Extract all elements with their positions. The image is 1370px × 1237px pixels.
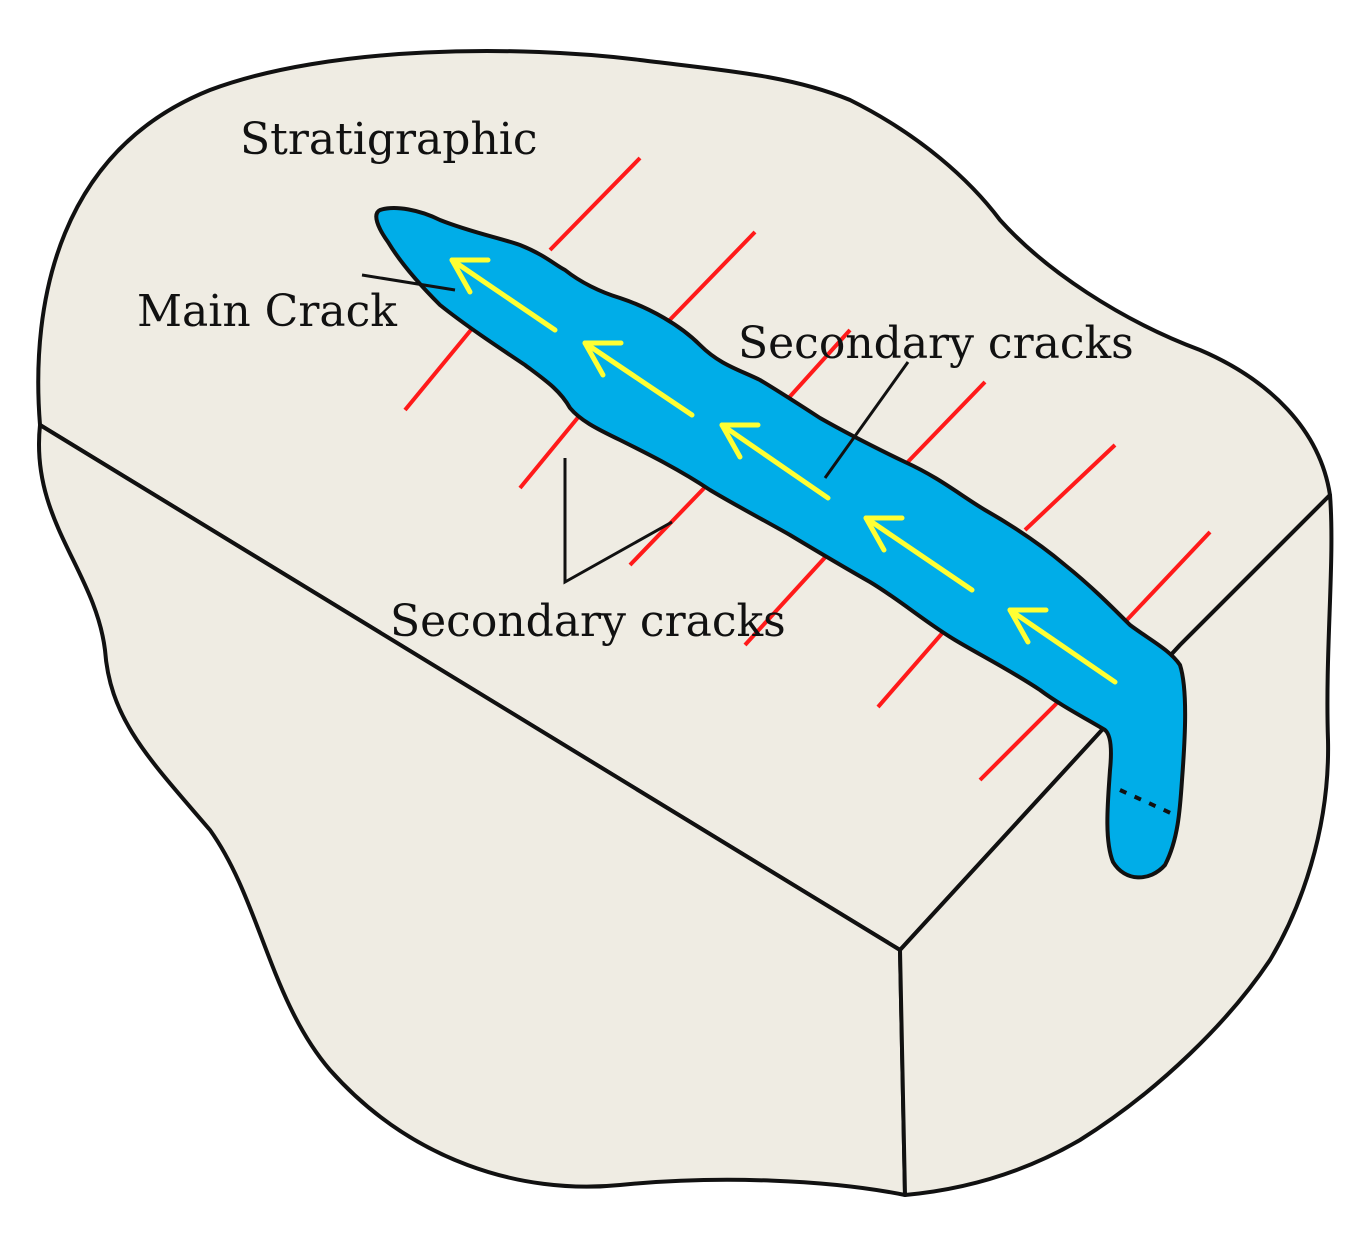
arrow-left-icon <box>582 340 695 418</box>
flow-arrows <box>449 257 1118 685</box>
secondary-crack-line <box>978 698 1062 782</box>
label-main-crack: Main Crack <box>137 286 397 337</box>
rock-front-face <box>36 423 907 1197</box>
secondary-crack-line <box>548 156 642 252</box>
secondary-crack-line <box>1123 530 1212 624</box>
label-stratigraphic: Stratigraphic <box>240 114 538 165</box>
crack-depth-dotted-line <box>1119 788 1176 817</box>
secondary-crack-line <box>403 323 477 412</box>
rock-top-surface <box>36 49 1332 952</box>
secondary-crack-line <box>783 328 852 404</box>
label-secondary-cracks-upper: Secondary cracks <box>738 318 1134 369</box>
arrow-left-icon <box>863 515 975 593</box>
arrow-left-icon <box>719 422 831 501</box>
secondary-crack-line <box>658 230 757 332</box>
arrow-left-icon <box>449 257 558 333</box>
secondary-crack-line <box>876 628 947 709</box>
secondary-cracks <box>403 156 1212 782</box>
leader-lines <box>361 273 910 585</box>
secondary-crack-line <box>1023 443 1117 532</box>
secondary-upper-leader <box>823 361 910 479</box>
secondary-crack-line <box>518 413 582 490</box>
secondary-crack-line <box>898 380 987 472</box>
arrow-left-icon <box>1007 607 1118 685</box>
label-secondary-cracks-lower: Secondary cracks <box>390 596 786 647</box>
main-crack-leader <box>361 273 456 292</box>
secondary-crack-line <box>743 550 832 647</box>
secondary-lower-leader <box>563 458 673 585</box>
main-crack <box>374 206 1188 880</box>
